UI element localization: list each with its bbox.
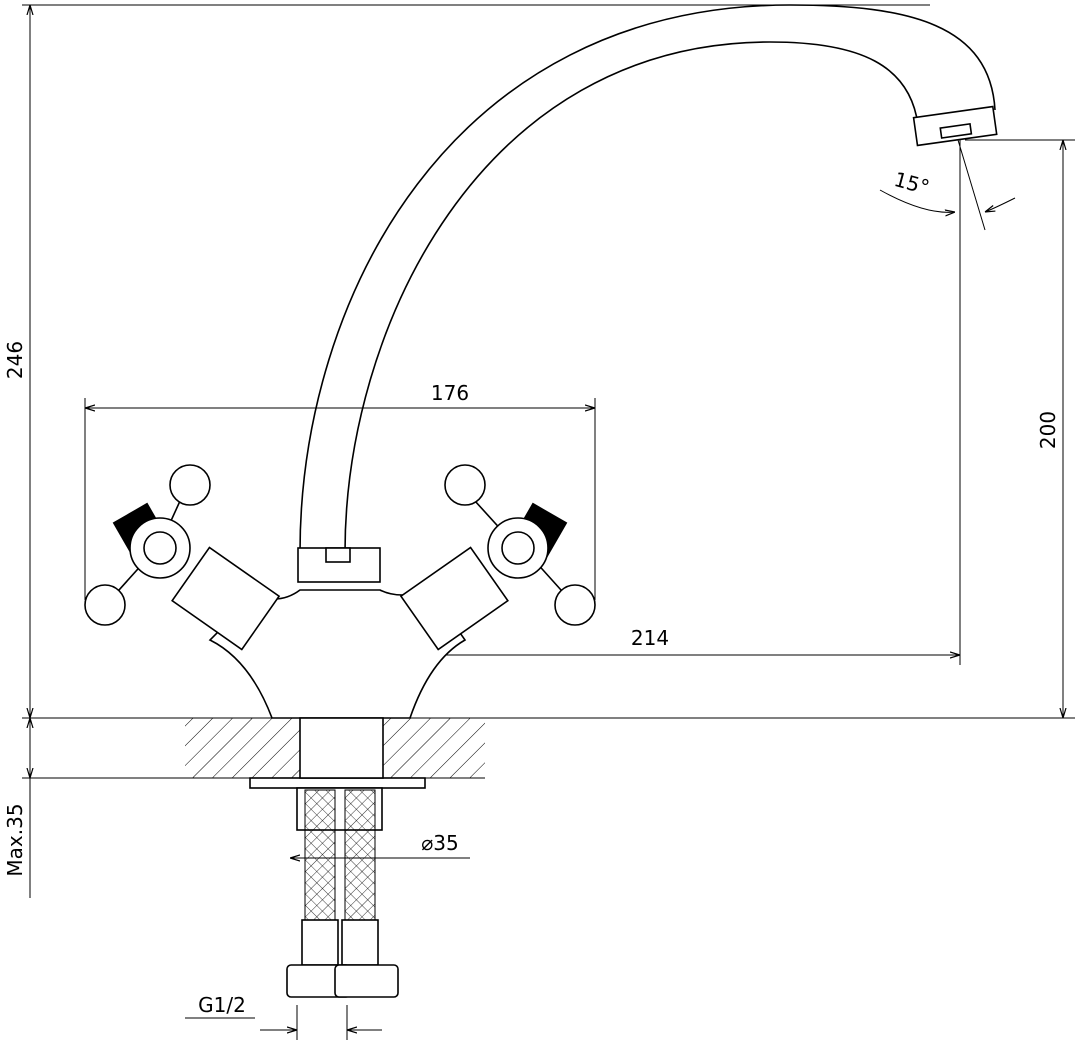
- label-max35: Max.35: [3, 803, 27, 876]
- hose-ferrule-right: [341, 919, 379, 966]
- spout-inner-edge: [344, 41, 919, 553]
- spout-collar-notch: [325, 547, 351, 563]
- hose-right: [344, 789, 376, 921]
- spout-outer-edge: [299, 4, 996, 553]
- label-176: 176: [431, 381, 469, 405]
- label-d35: ⌀35: [421, 831, 459, 855]
- right-valve: [399, 546, 509, 651]
- spout: [297, 4, 998, 583]
- aerator: [912, 105, 998, 147]
- left-handle: [84, 464, 211, 626]
- label-246: 246: [3, 341, 27, 379]
- angle-arc-right: [985, 197, 1016, 212]
- mounting-plate: [249, 777, 426, 789]
- label-200: 200: [1036, 411, 1060, 449]
- angle-ref-line: [957, 139, 986, 231]
- label-g12: G1/2: [198, 993, 246, 1017]
- right-handle: [444, 464, 596, 626]
- countertop-hatch-left: [185, 718, 300, 778]
- supply-hoses: [286, 789, 399, 998]
- angle-arc-left: [879, 189, 955, 212]
- left-valve: [171, 546, 281, 651]
- label-214: 214: [631, 626, 669, 650]
- hose-nut-right: [334, 964, 399, 998]
- body-base: [208, 589, 467, 719]
- label-15deg: 15°: [892, 167, 932, 199]
- mounting-stud: [299, 717, 384, 779]
- hose-left: [304, 789, 336, 921]
- faucet-body: [171, 546, 509, 719]
- countertop-hatch-right: [383, 718, 485, 778]
- hose-ferrule-left: [301, 919, 339, 966]
